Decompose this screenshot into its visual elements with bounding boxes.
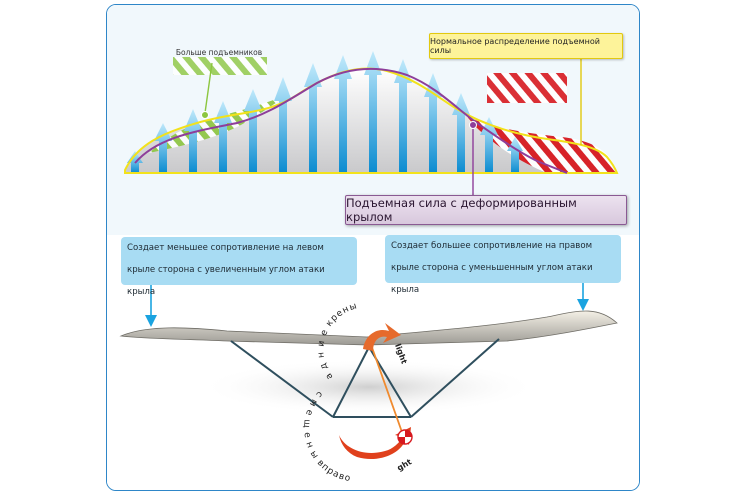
left-wing-note: Создает меньшее сопротивление на левом к…	[121, 237, 357, 297]
glider-wing	[119, 310, 618, 346]
lift-arrow	[214, 101, 232, 173]
right-wing-note: Создает большее сопротивление на правом …	[385, 235, 621, 295]
lift-arrow	[304, 63, 322, 173]
leader-more-lift	[204, 62, 213, 114]
lift-arrow	[424, 73, 442, 173]
diagram-frame: а д н и е крены light с м е щ е н ы впра…	[106, 4, 640, 491]
deformed-lift-curve	[134, 67, 568, 174]
leader-dot	[201, 111, 209, 119]
less-lift-region	[467, 117, 616, 173]
lift-arrow	[364, 51, 382, 173]
less-lift-region-upper	[487, 73, 567, 103]
more-lift-region-upper	[173, 57, 267, 75]
cg-marker-icon	[397, 429, 413, 445]
lift-arrow	[154, 123, 172, 173]
arrow-left-head	[145, 315, 157, 327]
normal-lift-curve	[124, 67, 619, 174]
lift-arrow	[334, 55, 352, 173]
normal-distribution-label: Нормальное распределение подъемной силы	[429, 33, 623, 59]
roll-arrow-top	[363, 323, 401, 351]
lift-arrow	[394, 59, 412, 173]
deformed-lift-label: Подъемная сила с деформированным крылом	[345, 195, 627, 225]
arrow-right-head	[577, 299, 589, 311]
more-lift-label: Больше подъемников	[175, 48, 263, 57]
ground-shadow	[199, 359, 539, 415]
leader-dot	[469, 121, 477, 129]
roll-arrow-bottom	[339, 427, 411, 460]
pilot-line	[368, 338, 404, 436]
glider-frame	[230, 338, 500, 418]
lift-arrow	[480, 117, 498, 173]
